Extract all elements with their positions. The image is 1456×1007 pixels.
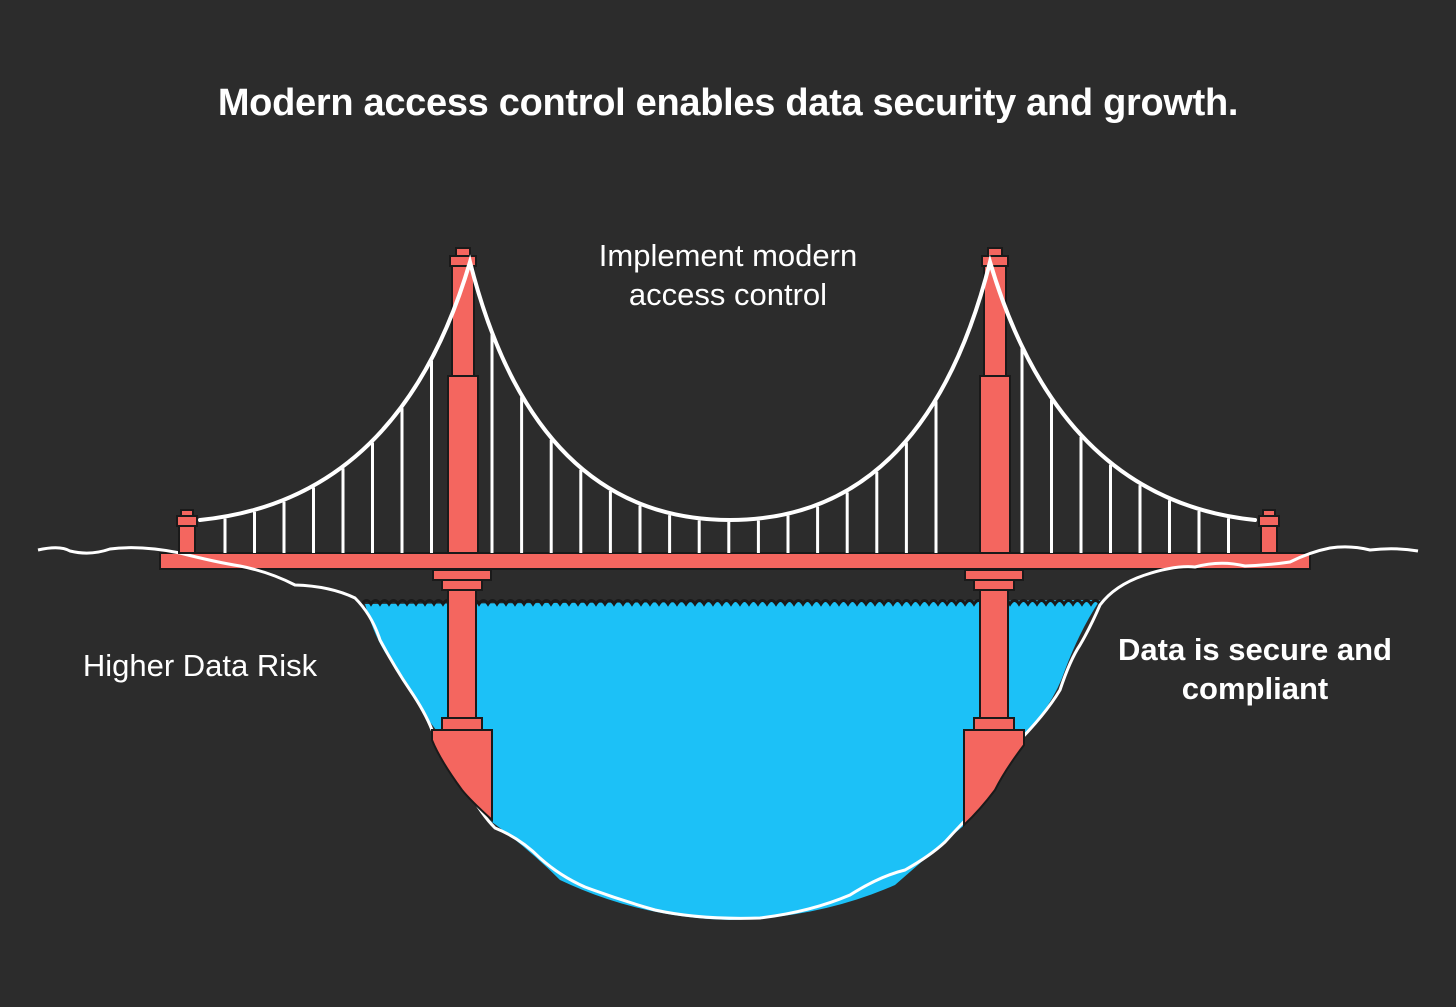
left-tower	[431, 247, 493, 823]
left-anchor-post	[176, 509, 198, 554]
right-anchor-post	[1258, 509, 1280, 554]
main-cable	[198, 254, 1257, 523]
water-surface-waves	[360, 599, 1102, 607]
ground-outline	[37, 545, 1419, 920]
suspender-cables	[223, 334, 1230, 553]
bridge-label: Implement modern access control	[598, 238, 858, 312]
left-bank-label: Higher Data Risk	[82, 648, 318, 683]
water	[365, 600, 1100, 920]
diagram-title: Modern access control enables data secur…	[217, 82, 1239, 124]
bridge-deck	[159, 552, 1311, 570]
right-bank-label: Data is secure and compliant	[1118, 632, 1392, 706]
